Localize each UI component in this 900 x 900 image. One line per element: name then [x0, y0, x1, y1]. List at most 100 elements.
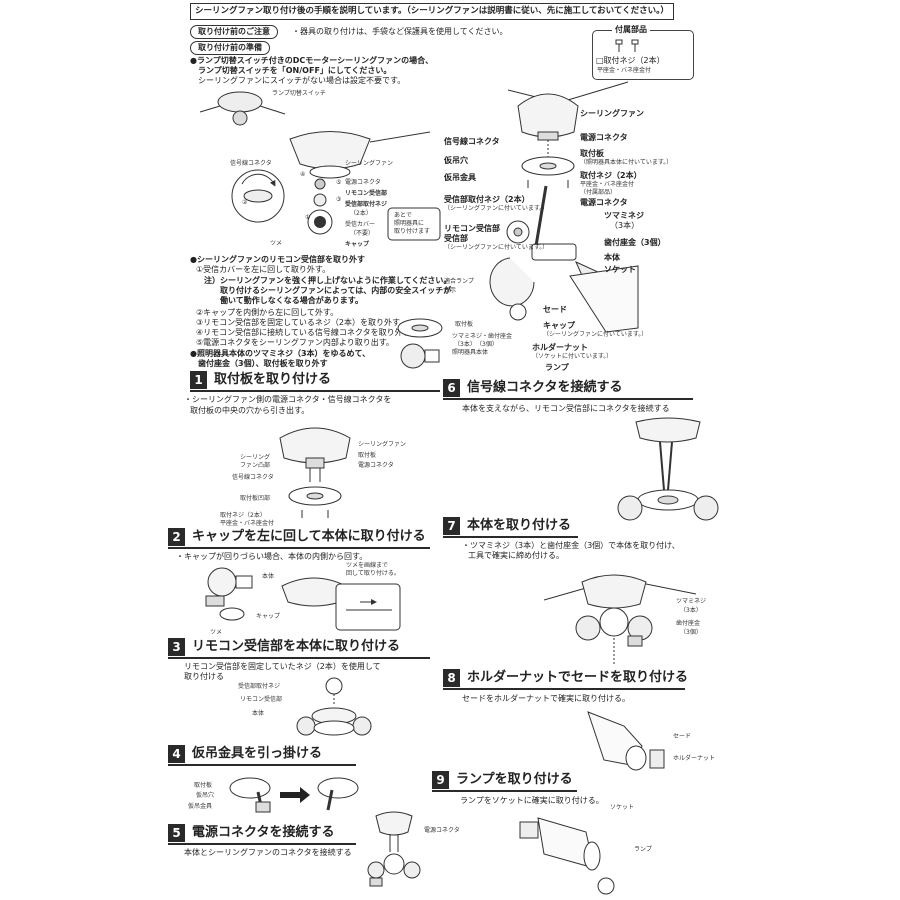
s9-lamp: ランプ [634, 846, 652, 853]
s2-body: 本体 [262, 573, 274, 580]
exp-lamp-indicator: 適合ランプ [444, 278, 474, 285]
remove-item3: ③リモコン受信部を固定しているネジ（2本）を取り外す。 [196, 318, 407, 328]
step-8-title: ホルダーナットでセードを取り付ける [467, 669, 688, 687]
step8-diagram [584, 706, 674, 776]
s1-signal-connector: 信号線コネクタ [232, 474, 274, 481]
fig-a-claw: ツメ [270, 240, 282, 247]
exp-receiver-screw: 受信部取付ネジ（2本） [444, 195, 530, 205]
exp-power-connector: 電源コネクタ [580, 133, 628, 143]
s4-hang-hole: 仮吊穴 [196, 792, 214, 799]
exp-power-connector2: 電源コネクタ [580, 198, 628, 208]
exp-shade: セード [543, 305, 567, 315]
step-4-number: 4 [168, 745, 185, 763]
exp-knob-screw: ツマミネジ [604, 211, 644, 221]
switch-note-line2: ランプ切替スイッチを「ON/OFF」にしてください。 [198, 66, 391, 76]
s7-washer: 歯付座金 [676, 620, 700, 627]
fig-a-step-2: ② [242, 199, 247, 206]
step-4-header: 4 仮吊金具を引っ掛ける [168, 745, 356, 763]
fig-a-power-connector: 電源コネクタ [345, 179, 381, 186]
step-3-number: 3 [168, 638, 185, 656]
remove-item1: ①受信カバーを左に回して取り外す。 [196, 265, 330, 275]
step-8-header: 8 ホルダーナットでセードを取り付ける [443, 669, 685, 687]
s1-ceiling-fan: シーリングファン [358, 441, 406, 448]
exp-mount-screw-note1: 平座金・バネ座金付 [580, 181, 634, 188]
remove-item2: ②キャップを内側から左に回して外す。 [196, 308, 338, 318]
fig-a-step-4: ④ [300, 171, 305, 178]
s4-hang-bracket: 仮吊金具 [188, 803, 212, 810]
fig-b-body: 照明器具本体 [452, 349, 488, 356]
step-5-number: 5 [168, 824, 185, 842]
caution-text: ・器具の取り付けは、手袋など保護具を使用してください。 [292, 27, 508, 37]
remove-note-lead: 注） [204, 276, 220, 286]
step-3-title: リモコン受信部を本体に取り付ける [192, 638, 400, 656]
s2-claw-note1: ツメを画線まで [346, 562, 388, 569]
fig-a-receiver-screw-qty: （2本） [350, 210, 372, 217]
s2-cap: キャップ [256, 613, 280, 620]
prep-label: 取り付け前の準備 [190, 41, 270, 55]
s1-power-connector: 電源コネクタ [358, 462, 394, 469]
s5-desc: 本体とシーリングファンのコネクタを接続する [184, 848, 352, 858]
exp-plate: 取付板 [580, 149, 604, 159]
fig-a-remote-receiver: リモコン受信部 [345, 190, 387, 197]
accessory-item2: 平座金・バネ座金付 [597, 67, 651, 74]
remove-note2: 取り付けるシーリングファンによっては、内部の安全スイッチが [220, 286, 451, 296]
step-6-header: 6 信号線コネクタを接続する [443, 379, 693, 397]
step4-diagram [228, 770, 358, 816]
exp-holder-nut-note: （ソケットに付いています。） [532, 353, 612, 360]
fig-a-receiver-cover: 受信カバー [345, 221, 375, 228]
s7-knob-qty: （3本） [680, 607, 702, 614]
s7-knob-screw: ツマミネジ [676, 598, 706, 605]
s1-fan-recess2: ファン凸部 [240, 462, 270, 469]
step-2-title: キャップを左に回して本体に取り付ける [192, 528, 426, 546]
step7-diagram [536, 564, 696, 668]
s3-remote-receiver: リモコン受信部 [240, 696, 282, 703]
s1-plate: 取付板 [358, 452, 376, 459]
step-4-title: 仮吊金具を引っ掛ける [192, 745, 322, 763]
fig-a-ceiling-fan: シーリングファン [345, 160, 393, 167]
step-7-number: 7 [443, 517, 460, 535]
step-5-header: 5 電源コネクタを接続する [168, 824, 356, 842]
remove-heading: ●シーリングファンのリモコン受信部を取り外す [190, 255, 365, 265]
remove-item5: ⑤電源コネクタをシーリングファン内部より取り出す。 [196, 338, 394, 348]
accessories-title: 付属部品 [612, 25, 650, 35]
s3-desc1: リモコン受信部を固定していたネジ（2本）を使用して [184, 662, 381, 672]
exp-mount-screw: 取付ネジ（2本） [580, 171, 642, 181]
fig-a-signal-connector: 信号線コネクタ [230, 160, 272, 167]
exp-lamp-indicator2: 表示 [444, 287, 456, 294]
remove-heading2a: ●照明器具本体のツマミネジ（3本）をゆるめて、 [190, 349, 370, 359]
screw-icon [612, 38, 652, 54]
s2-claw-note2: 回して取り付ける。 [346, 570, 400, 577]
fig-a-step-3: ③ [336, 196, 341, 203]
s8-shade: セード [673, 733, 691, 740]
fig-a-callout-1: あとで [394, 212, 412, 219]
s8-desc: セードをホルダーナットで確実に取り付ける。 [462, 694, 630, 704]
exp-socket: ソケット [604, 265, 636, 275]
exp-mount-screw-note2: （付属部品） [580, 189, 616, 196]
step-5-title: 電源コネクタを接続する [192, 824, 334, 842]
s7-washer-qty: （3個） [680, 629, 702, 636]
exp-ceiling-fan: シーリングファン [580, 109, 644, 119]
exp-cap: キャップ [543, 321, 575, 331]
remove-heading2b: 歯付座金（3個）、取付板を取り外す [198, 359, 328, 369]
s1-plate-recess: 取付板凹部 [240, 495, 270, 502]
step-9-header: 9 ランプを取り付ける [432, 771, 577, 789]
step-3-header: 3 リモコン受信部を本体に取り付ける [168, 638, 430, 656]
step-7-header: 7 本体を取り付ける [443, 517, 578, 535]
step-2-number: 2 [168, 528, 185, 546]
remove-note1: シーリングファンを強く押し上げないように作業してください。 [220, 276, 451, 286]
step-2-header: 2 キャップを左に回して本体に取り付ける [168, 528, 430, 546]
fig-a-step-1: ① [305, 214, 310, 221]
exp-toothed-washer: 歯付座金（3個） [604, 238, 666, 248]
step5-diagram [366, 808, 426, 888]
accessory-item1: □取付ネジ（2本） [596, 56, 665, 66]
s5-power-connector: 電源コネクタ [424, 827, 460, 834]
switch-note-line1: ●ランプ切替スイッチ付きのDCモーターシーリングファンの場合、 [190, 56, 433, 66]
step-8-number: 8 [443, 669, 460, 687]
exp-remote-receiver: リモコン受信部 [444, 224, 500, 234]
fig-b-qty-3: （3本） [454, 341, 476, 348]
s2-claw: ツメ [210, 629, 222, 636]
s7-desc2: 工具で確実に締め付ける。 [468, 551, 564, 561]
step-1-number: 1 [190, 371, 207, 389]
exp-remote-receiver-label2: 受信部 [444, 234, 468, 244]
exp-plate-note: （照明器具本体に付いています。） [580, 159, 672, 166]
